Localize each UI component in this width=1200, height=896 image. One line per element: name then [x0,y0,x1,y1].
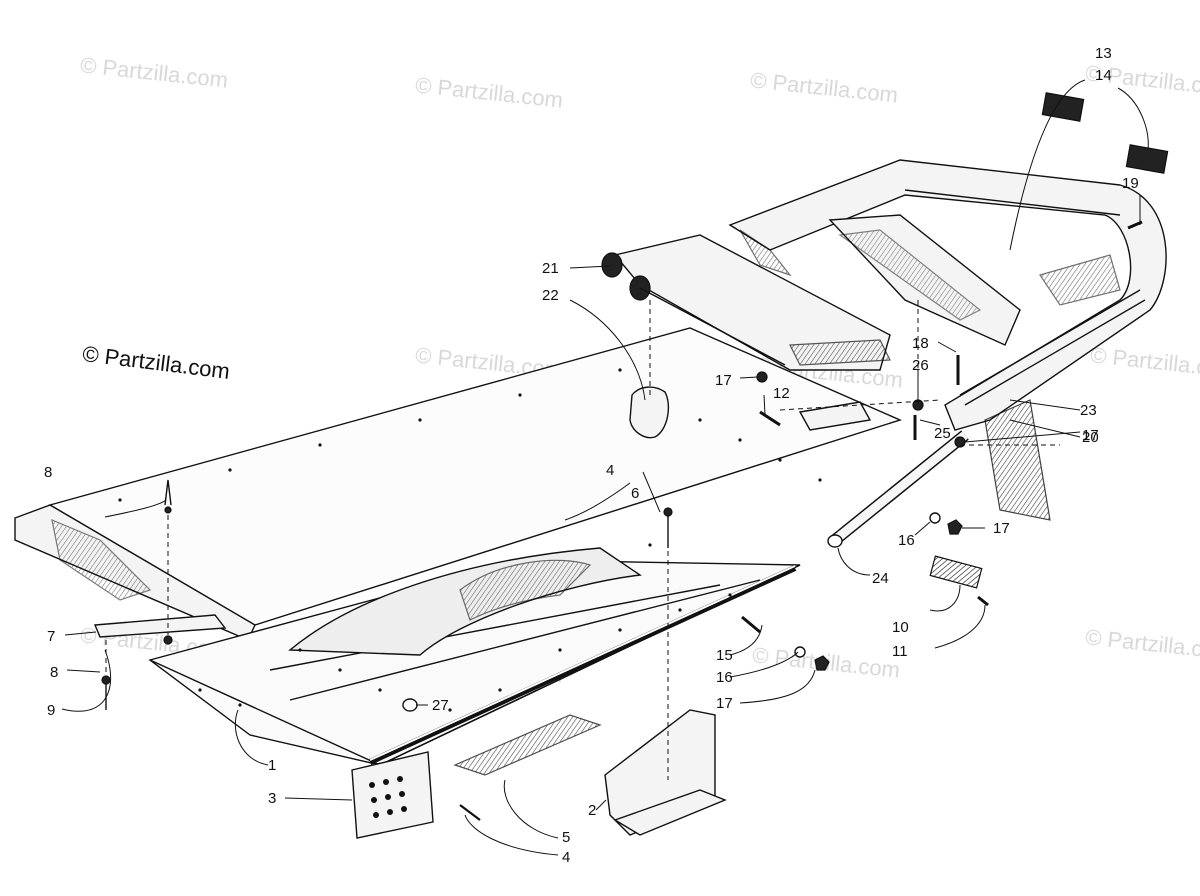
callout-25: 25 [934,425,951,442]
callout-24: 24 [872,570,889,587]
rear-axle-tube-part [601,234,891,371]
alignment-lines [105,300,1060,780]
callout-27: 27 [432,697,449,714]
fasteners [101,220,1143,821]
spacer-tube-part [827,430,969,548]
callout-15: 15 [716,647,733,664]
plate-bracket-holes [369,776,407,818]
reflector-10 [929,555,983,589]
callout-17: 17 [715,372,732,389]
plate-bracket-part [351,751,434,839]
callout-23: 23 [1080,402,1097,419]
callout-labels: 13 14 19 21 22 17 12 18 26 25 23 20 17 1… [44,45,1139,866]
callout-16: 16 [898,532,915,549]
callout-17: 17 [993,520,1010,537]
callout-4: 4 [562,849,570,866]
corner-bracket-foot [613,789,727,836]
decal-22 [629,386,670,439]
reflector-14 [1125,144,1169,174]
callout-17: 17 [1082,427,1099,444]
callout-20: 20 [1082,429,1099,446]
callout-6: 6 [631,485,639,502]
callout-8: 8 [44,464,52,481]
callout-21: 21 [542,260,559,277]
callout-13: 13 [1095,45,1112,62]
callout-16: 16 [716,669,733,686]
callout-5: 5 [562,829,570,846]
callout-26: 26 [912,357,929,374]
callout-8: 8 [50,664,58,681]
callout-14: 14 [1095,67,1112,84]
rivet-holes [118,368,822,712]
callout-22: 22 [542,287,559,304]
callout-19: 19 [1122,175,1139,192]
rail-piece-part [93,614,227,638]
callout-4: 4 [606,462,614,479]
reflector-13 [1041,92,1085,122]
callout-18: 18 [912,335,929,352]
rear-bumper-frame [728,159,1167,521]
callout-12: 12 [773,385,790,402]
callout-11: 11 [892,643,908,660]
callout-7: 7 [47,628,55,645]
rear-inner-bracket [828,214,1021,346]
step-plate-part [453,714,602,776]
block-part [798,401,872,431]
callout-1: 1 [268,757,276,774]
callout-10: 10 [892,619,909,636]
callout-9: 9 [47,702,55,719]
callout-17: 17 [716,695,733,712]
tunnel-part [14,327,902,766]
callout-3: 3 [268,790,276,807]
callout-2: 2 [588,802,596,819]
leader-lines [61,79,1149,856]
